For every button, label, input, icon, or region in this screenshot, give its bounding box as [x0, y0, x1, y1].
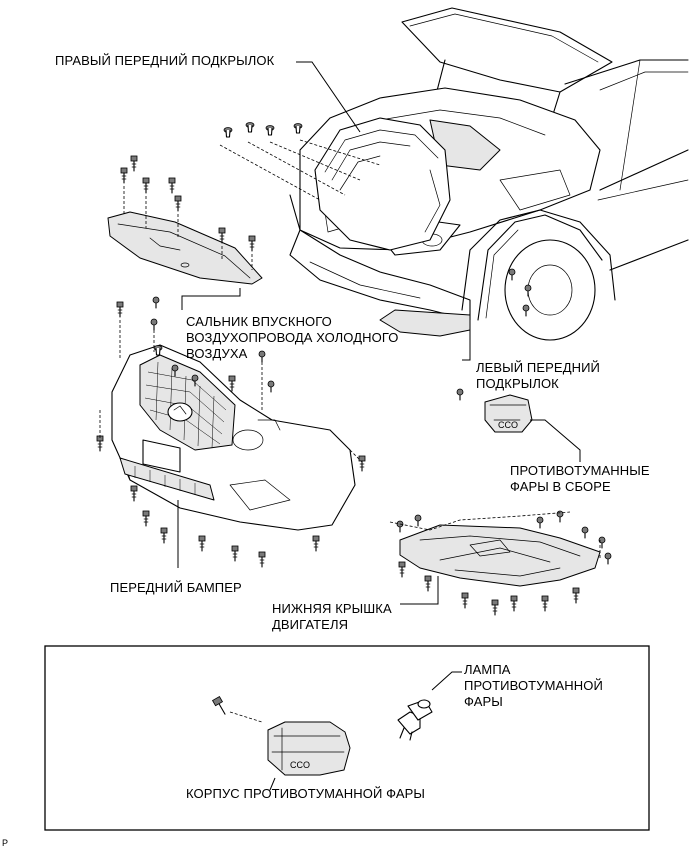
label-fog-housing: КОРПУС ПРОТИВОТУМАННОЙ ФАРЫ — [186, 786, 425, 801]
label-front-bumper: ПЕРЕДНИЙ БАМПЕР — [110, 580, 242, 595]
label-left-fender-liner-2: ПОДКРЫЛОК — [476, 376, 559, 391]
svg-text:CCO: CCO — [290, 760, 310, 770]
intake-seal-part — [107, 155, 263, 285]
label-intake-seal-1: САЛЬНИК ВПУСКНОГО — [186, 314, 332, 329]
label-intake-seal-2: ВОЗДУХОПРОВОДА ХОЛОДНОГО — [186, 330, 399, 345]
fog-bulb-part — [397, 699, 433, 741]
top-clips — [219, 121, 381, 201]
leader-lines — [177, 61, 581, 605]
front-bumper-part — [111, 344, 356, 531]
label-right-fender-liner: ПРАВЫЙ ПЕРЕДНИЙ ПОДКРЫЛОК — [55, 53, 275, 68]
label-intake-seal-3: ВОЗДУХА — [186, 346, 248, 361]
engine-under-cover-part — [389, 510, 612, 616]
label-left-fender-liner-1: ЛЕВЫЙ ПЕРЕДНИЙ — [476, 360, 600, 375]
label-engine-under-cover-2: ДВИГАТЕЛЯ — [272, 617, 349, 632]
svg-text:CCO: CCO — [498, 420, 518, 430]
corner-mark: P — [2, 838, 9, 848]
label-fog-bulb-2: ПРОТИВОТУМАННОЙ — [464, 678, 603, 693]
detail-inset-box — [44, 645, 650, 831]
right-fender-liner-part — [314, 117, 451, 251]
bumper-fasteners — [96, 296, 366, 568]
fog-lamp-assy-part: CCO — [456, 388, 533, 433]
label-fog-lamp-assy-2: ФАРЫ В СБОРЕ — [510, 479, 611, 494]
label-fog-lamp-assy-1: ПРОТИВОТУМАННЫЕ — [510, 463, 650, 478]
label-engine-under-cover-1: НИЖНЯЯ КРЫШКА — [272, 601, 392, 616]
fog-housing-part: CCO — [211, 695, 351, 776]
label-fog-bulb-1: ЛАМПА — [464, 662, 511, 677]
label-fog-bulb-3: ФАРЫ — [464, 694, 503, 709]
